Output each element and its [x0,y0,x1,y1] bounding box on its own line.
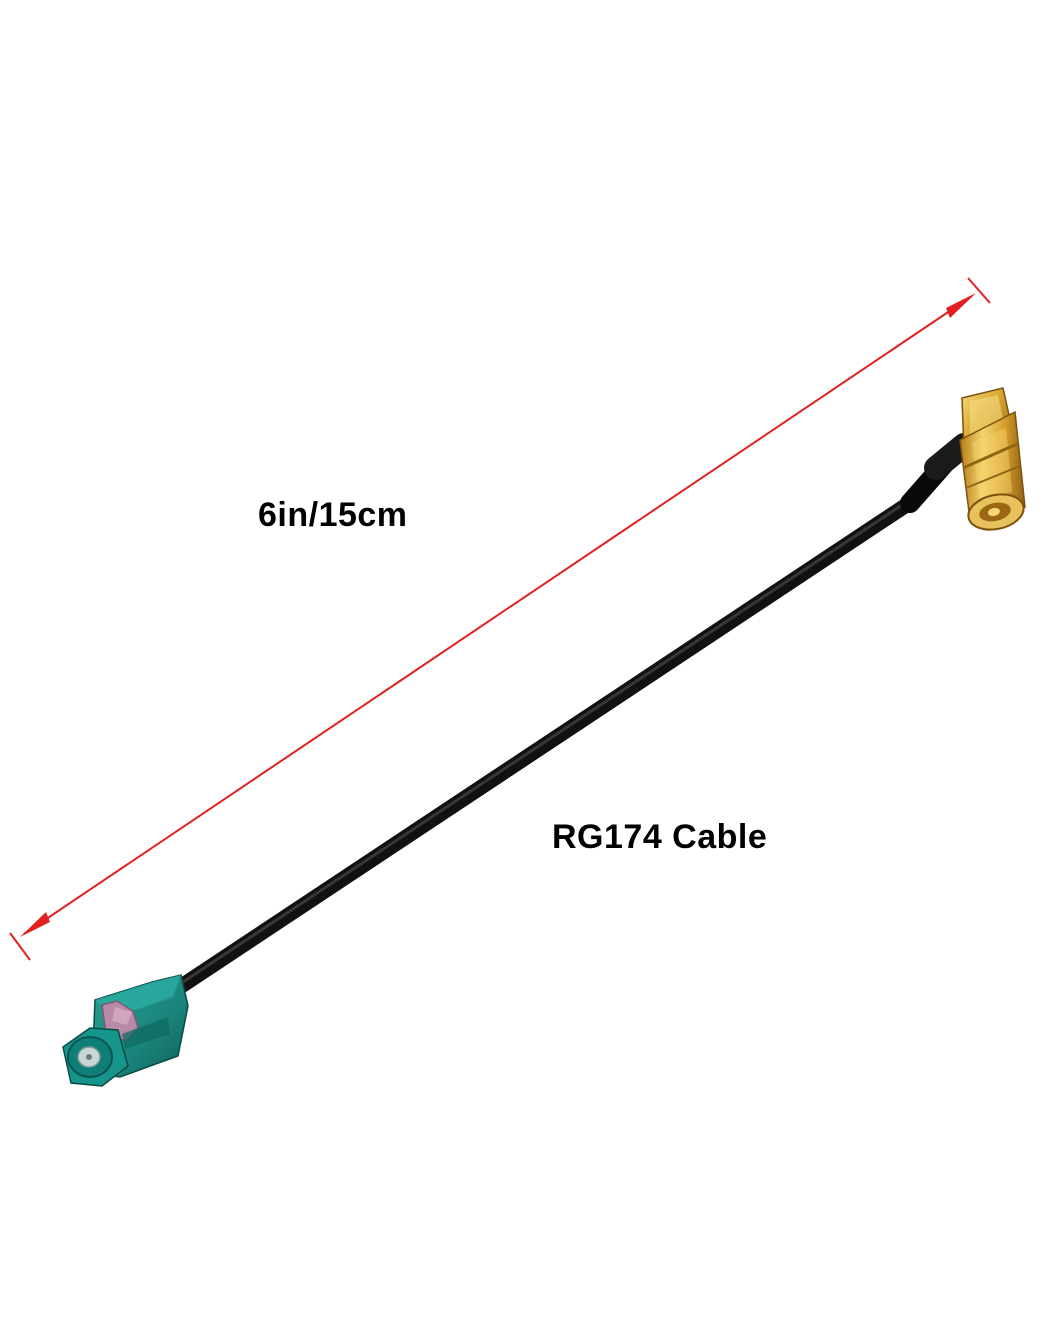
arrowhead-right-icon [946,293,976,318]
black-coaxial-cable [175,433,976,993]
teal-fakra-connector [62,974,189,1087]
arrowhead-left-icon [20,912,50,937]
gold-right-angle-smb-connector [959,387,1026,531]
length-label: 6in/15cm [258,496,408,534]
dimension-arrow [9,277,991,961]
cable-type-label: RG174 Cable [552,818,768,856]
